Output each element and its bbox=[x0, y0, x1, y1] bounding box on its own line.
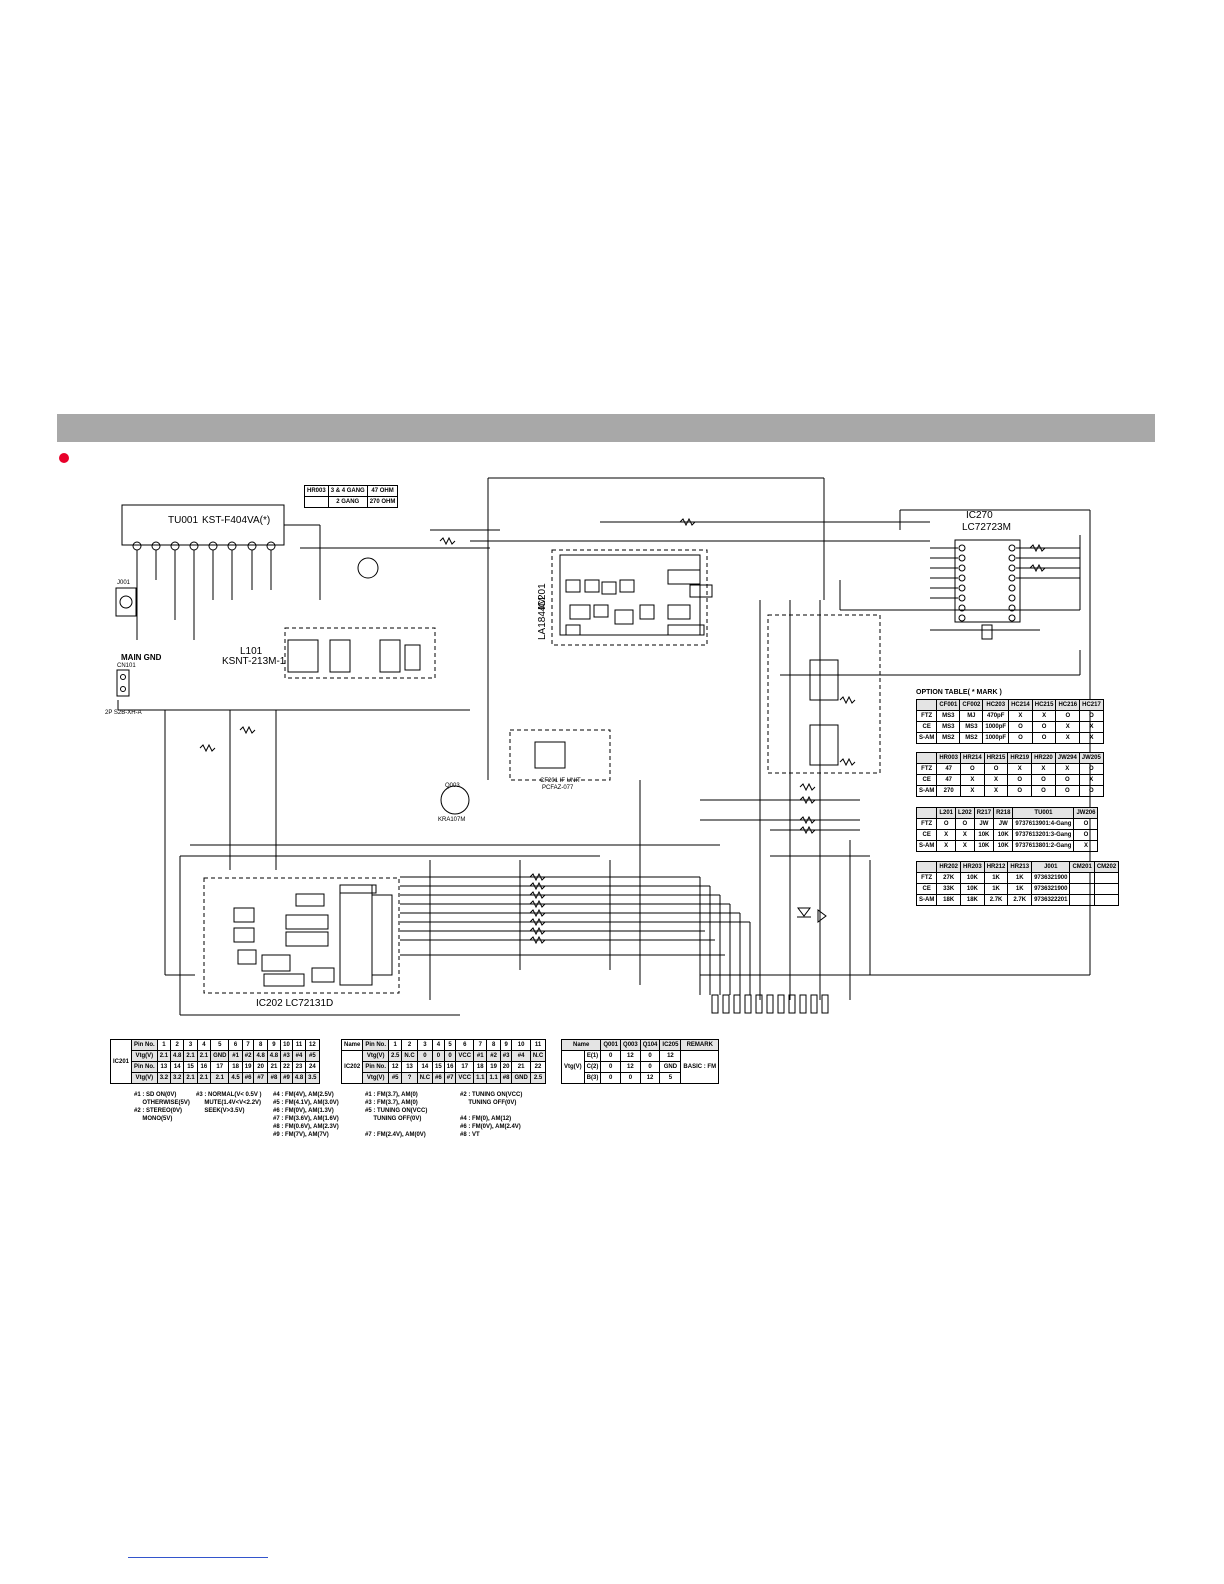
tu001-pins bbox=[132, 541, 276, 551]
ic270-pins bbox=[958, 544, 1016, 622]
bullet-marker bbox=[59, 453, 69, 463]
j001-jack bbox=[115, 587, 137, 617]
ic202-shift-register bbox=[339, 884, 373, 986]
option-table-title: OPTION TABLE( * MARK ) bbox=[916, 689, 1002, 696]
ic201-part-label: LA1844M bbox=[537, 597, 548, 640]
q003-part-label: KRA107M bbox=[438, 817, 465, 823]
cn101-connector bbox=[116, 669, 130, 697]
ic270-label: IC270 bbox=[966, 510, 993, 521]
l101-part-label: KSNT-213M-1 bbox=[222, 656, 286, 667]
main-gnd-label: MAIN GND bbox=[121, 653, 162, 662]
cf201-label: CF201 IF UNIT bbox=[540, 778, 581, 784]
ic202-note-1: #1 : FM(3.7), AM(0) #3 : FM(3.7), AM(0) … bbox=[365, 1092, 428, 1138]
l101-label: L101 bbox=[240, 646, 263, 657]
ic201-region bbox=[551, 549, 708, 646]
fm-option-region bbox=[767, 614, 881, 774]
cn101-label: CN101 bbox=[117, 663, 136, 669]
q003-label: Q003 bbox=[445, 783, 460, 789]
section-header-band bbox=[57, 414, 1155, 442]
ic201-box bbox=[559, 554, 701, 636]
tu001-part-label: KST-F404VA(*) bbox=[202, 515, 270, 526]
q001-symbol bbox=[357, 557, 379, 579]
tu001-label: TU001 bbox=[168, 515, 198, 526]
output-connector-pins bbox=[711, 994, 829, 1014]
ic201-note-3: #4 : FM(4V), AM(2.5V) #5 : FM(4.1V), AM(… bbox=[273, 1092, 339, 1138]
j001-label: J001 bbox=[117, 580, 131, 586]
ic202-label: IC202 LC72131D bbox=[256, 998, 333, 1009]
footer-link-underline bbox=[128, 1557, 268, 1558]
ic202-note-2: #2 : TUNING ON(VCC) TUNING OFF(0V) #4 : … bbox=[460, 1092, 523, 1138]
ic270-box bbox=[954, 539, 1021, 623]
ic201-label: IC201 bbox=[537, 583, 548, 610]
ic270-part-label: LC72723M bbox=[962, 522, 1011, 533]
q003-symbol bbox=[440, 785, 470, 815]
ic202-region bbox=[203, 877, 400, 994]
cf201-part-label: PCFAZ-077 bbox=[542, 785, 574, 791]
ic201-note-2: #3 : NORMAL(V< 0.5V ) MUTE(1.4V<V<2.2V) … bbox=[196, 1092, 262, 1114]
cn101-part-label: 2P S2B-XH-A bbox=[105, 710, 142, 716]
l101-region bbox=[284, 627, 436, 679]
ic201-note-1: #1 : SD ON(0V) OTHERWISE(5V) #2 : STEREO… bbox=[134, 1092, 190, 1122]
